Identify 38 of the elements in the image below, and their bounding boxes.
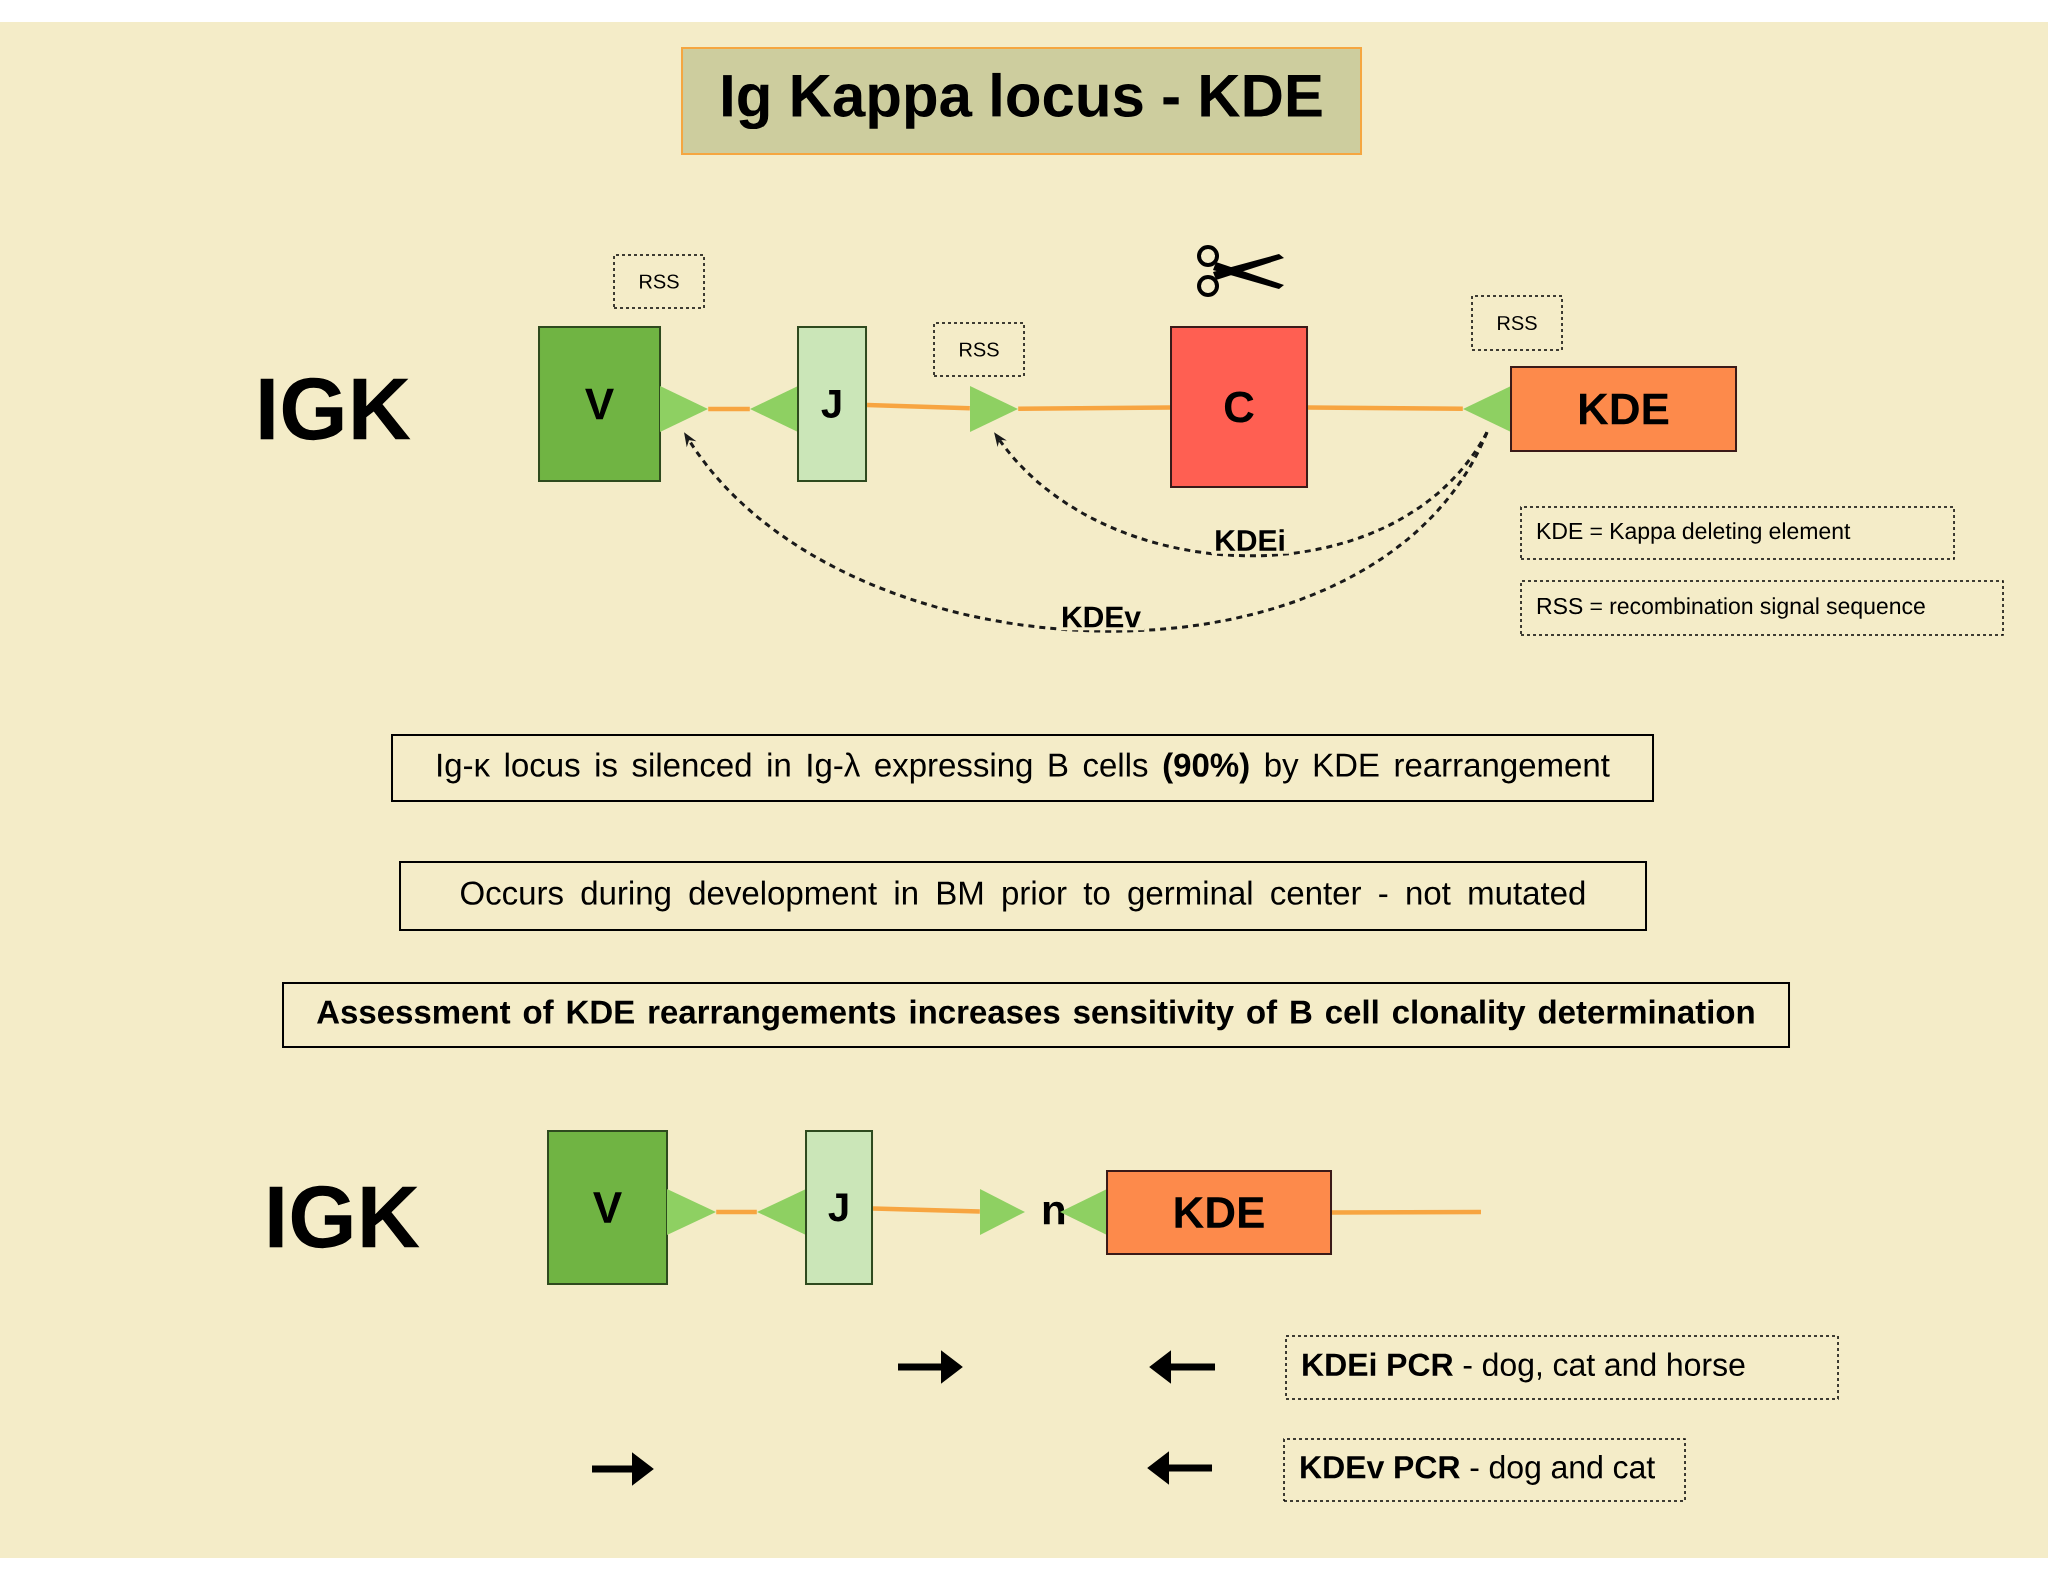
dashed-arrow — [684, 431, 1489, 633]
rss-triangle — [1463, 386, 1511, 432]
gene-segment-box: J — [797, 326, 867, 482]
definition-box: KDE = Kappa deleting element — [1520, 506, 1955, 560]
dna-strand-line — [1018, 405, 1171, 412]
statement-box: Ig-κ locus is silenced in Ig-λ expressing B cells (90%) by KDE rearrangement — [391, 734, 1654, 802]
statement-box: Occurs during development in BM prior to germinal center - not mutated — [399, 861, 1647, 931]
rss-triangle — [970, 386, 1018, 432]
locus-label: IGK — [269, 1185, 420, 1249]
rss-triangle — [757, 1189, 806, 1235]
dna-strand-line — [716, 1209, 757, 1215]
pcr-box: KDEi PCR - dog, cat and horse — [1285, 1335, 1839, 1400]
rss-triangle — [980, 1189, 1025, 1235]
gene-segment-box: KDE — [1510, 366, 1737, 452]
gene-segment-box: J — [805, 1130, 873, 1285]
dna-strand-line — [708, 406, 750, 412]
locus-label: IGK — [260, 377, 411, 441]
gene-segment-box: C — [1170, 326, 1308, 488]
title-box: Ig Kappa locus - KDE — [681, 47, 1362, 155]
dna-strand-line — [866, 402, 970, 411]
dna-strand-line — [872, 1206, 980, 1214]
dna-strand-line — [1308, 405, 1463, 412]
edge-label: KDEi — [1211, 526, 1289, 554]
definition-box: RSS = recombination signal sequence — [1520, 580, 2004, 636]
rss-box: RSS — [933, 322, 1025, 377]
rss-box: RSS — [1471, 295, 1563, 351]
statement-box: Assessment of KDE rearrangements increases sensitivity of B cell clonality determination — [282, 982, 1790, 1048]
edge-label: KDEv — [1058, 603, 1145, 631]
gene-segment-box: V — [547, 1130, 668, 1285]
pcr-box: KDEv PCR - dog and cat — [1283, 1438, 1686, 1502]
gene-segment-box: V — [538, 326, 661, 482]
rss-triangle — [750, 386, 798, 432]
dna-strand-line — [1332, 1209, 1481, 1215]
n-region-text: n — [1043, 1201, 1065, 1225]
rss-triangle — [667, 1189, 716, 1235]
rss-triangle — [660, 386, 708, 432]
gene-segment-box: KDE — [1106, 1170, 1332, 1255]
rss-box: RSS — [613, 254, 705, 309]
